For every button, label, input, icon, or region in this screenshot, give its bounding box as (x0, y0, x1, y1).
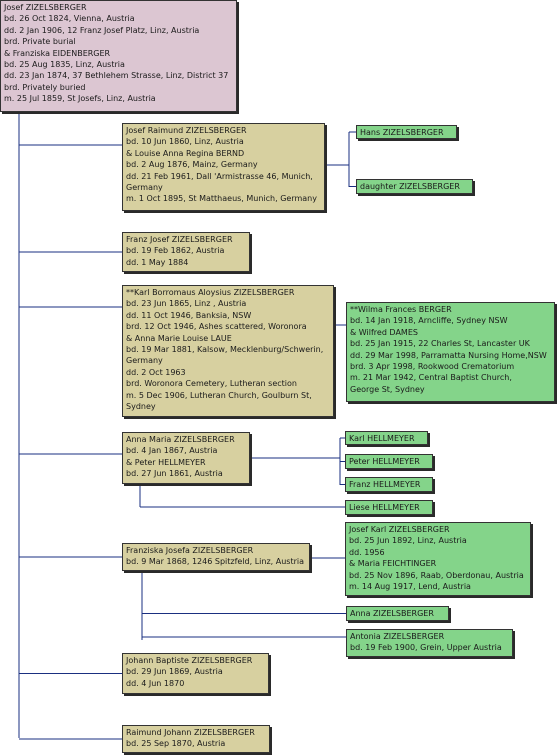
root-person-box-line: m. 25 Jul 1859, St Josefs, Linz, Austria (4, 94, 156, 104)
child-person-box[interactable]: Franziska Josefa ZIZELSBERGER bd. 9 Mar 1… (122, 543, 310, 571)
grandchild-person-box[interactable]: Peter HELLMEYER (345, 454, 433, 469)
root-person-box-line: Josef ZIZELSBERGER (4, 3, 87, 12)
child-person-box-line: bd. 19 Feb 1862, Austria (126, 246, 225, 256)
grandchild-person-box[interactable]: Liese HELLMEYER (345, 500, 433, 515)
child-person-box-line: Anna Maria ZIZELSBERGER (126, 435, 235, 444)
grandchild-person-box-line: dd. 29 Mar 1998, Parramatta Nursing Home… (350, 350, 547, 360)
grandchild-person-box-line: brd. 3 Apr 1998, Rookwood Crematorium (350, 362, 515, 372)
grandchild-person-box-line: bd. 14 Jan 1918, Arncliffe, Sydney NSW (350, 316, 508, 326)
child-person-box-line: Raimund Johann ZIZELSBERGER (126, 728, 255, 737)
child-person-box-line: **Karl Borromaus Aloysius ZIZELSBERGER (126, 288, 295, 297)
root-person-box-line: bd. 26 Oct 1824, Vienna, Austria (4, 14, 135, 24)
child-person-box-line: bd. 27 Jun 1861, Austria (126, 469, 223, 479)
root-person-box-line: dd. 23 Jan 1874, 37 Bethlehem Strasse, L… (4, 71, 229, 81)
root-person-box[interactable]: Josef ZIZELSBERGER bd. 26 Oct 1824, Vienn… (0, 0, 237, 112)
root-person-box-line: & Franziska EIDENBERGER (4, 48, 111, 58)
root-person-box-line: bd. 25 Aug 1835, Linz, Austria (4, 60, 125, 70)
child-person-box-line: dd. 21 Feb 1961, Dall 'Armistrasse 46, M… (126, 171, 313, 181)
child-person-box-line: bd. 9 Mar 1868, 1246 Spitzfeld, Linz, Au… (126, 557, 304, 567)
grandchild-person-box[interactable]: Hans ZIZELSBERGER (356, 125, 457, 139)
child-person-box-line: dd. 4 Jun 1870 (126, 678, 185, 688)
grandchild-person-box-line: bd. 19 Feb 1900, Grein, Upper Austria (350, 643, 502, 653)
child-person-box-line: Franz Josef ZIZELSBERGER (126, 235, 233, 244)
grandchild-person-box-line: bd. 25 Jan 1915, 22 Charles St, Lancaste… (350, 339, 530, 349)
child-person-box-line: & Anna Marie Louise LAUE (126, 333, 232, 343)
child-person-box[interactable]: Franz Josef ZIZELSBERGER bd. 19 Feb 1862,… (122, 232, 250, 272)
grandchild-person-box[interactable]: Antonia ZIZELSBERGER bd. 19 Feb 1900, Gre… (346, 629, 513, 657)
grandchild-person-box-line: & Maria FEICHTINGER (349, 559, 437, 569)
grandchild-person-box-line: Anna ZIZELSBERGER (350, 609, 434, 618)
grandchild-person-box[interactable]: daughter ZIZELSBERGER (356, 179, 473, 194)
grandchild-person-box-line: bd. 25 Jun 1892, Linz, Austria (349, 536, 467, 546)
child-person-box[interactable]: Raimund Johann ZIZELSBERGER bd. 25 Sep 18… (122, 725, 270, 753)
child-person-box-line: bd. 19 Mar 1881, Kalsow, Mecklenburg/Sch… (126, 345, 324, 355)
root-person-box-line: brd. Privately buried (4, 82, 86, 92)
child-person-box-line: bd. 10 Jun 1860, Linz, Austria (126, 137, 244, 147)
root-person-box-line: brd. Private burial (4, 37, 76, 47)
child-person-box-line: Franziska Josefa ZIZELSBERGER (126, 546, 254, 555)
child-person-box[interactable]: Anna Maria ZIZELSBERGER bd. 4 Jan 1867, A… (122, 432, 250, 484)
child-person-box-line: m. 1 Oct 1895, St Matthaeus, Munich, Ger… (126, 194, 317, 204)
child-person-box[interactable]: Johann Baptiste ZIZELSBERGER bd. 29 Jun 1… (122, 653, 269, 694)
grandchild-person-box-line: Hans ZIZELSBERGER (360, 128, 444, 137)
grandchild-person-box-line: daughter ZIZELSBERGER (360, 182, 460, 191)
child-person-box-line: bd. 4 Jan 1867, Austria (126, 446, 218, 456)
child-person-box-line: m. 5 Dec 1906, Lutheran Church, Goulburn… (126, 390, 312, 400)
child-person-box-line: brd. 12 Oct 1946, Ashes scattered, Woron… (126, 322, 307, 332)
child-person-box-line: bd. 2 Aug 1876, Mainz, Germany (126, 160, 258, 170)
root-person-box-line: dd. 2 Jan 1906, 12 Franz Josef Platz, Li… (4, 25, 200, 35)
child-person-box-line: & Peter HELLMEYER (126, 457, 206, 467)
grandchild-person-box-line: Karl HELLMEYER (349, 434, 415, 443)
child-person-box-line: Johann Baptiste ZIZELSBERGER (126, 656, 253, 665)
child-person-box-line: dd. 2 Oct 1963 (126, 367, 186, 377)
grandchild-person-box-line: **Wilma Frances BERGER (350, 305, 452, 314)
child-person-box-line: bd. 29 Jun 1869, Austria (126, 667, 223, 677)
child-person-box-line: brd. Woronora Cemetery, Lutheran section (126, 379, 297, 389)
child-person-box-line: dd. 11 Oct 1946, Banksia, NSW (126, 310, 252, 320)
child-person-box-line: Germany (126, 183, 163, 193)
grandchild-person-box[interactable]: Karl HELLMEYER (345, 431, 428, 445)
child-person-box-line: & Louise Anna Regina BERND (126, 148, 245, 158)
grandchild-person-box-line: Josef Karl ZIZELSBERGER (349, 525, 450, 534)
child-person-box[interactable]: **Karl Borromaus Aloysius ZIZELSBERGER bd… (122, 285, 334, 417)
grandchild-person-box[interactable]: Josef Karl ZIZELSBERGER bd. 25 Jun 1892, … (345, 522, 531, 596)
grandchild-person-box-line: & Wilfred DAMES (350, 327, 418, 337)
grandchild-person-box[interactable]: Franz HELLMEYER (345, 477, 433, 492)
grandchild-person-box-line: Antonia ZIZELSBERGER (350, 632, 445, 641)
child-person-box[interactable]: Josef Raimund ZIZELSBERGER bd. 10 Jun 186… (122, 123, 325, 211)
grandchild-person-box-line: m. 14 Aug 1917, Lend, Austria (349, 582, 471, 592)
grandchild-person-box-line: George St, Sydney (350, 384, 425, 394)
grandchild-person-box-line: m. 21 Mar 1942, Central Baptist Church, (350, 373, 512, 383)
child-person-box-line: Josef Raimund ZIZELSBERGER (126, 126, 247, 135)
child-person-box-line: Germany (126, 356, 163, 366)
grandchild-person-box[interactable]: Anna ZIZELSBERGER (346, 606, 449, 621)
child-person-box-line: dd. 1 May 1884 (126, 257, 189, 267)
child-person-box-line: Sydney (126, 402, 156, 412)
grandchild-person-box-line: bd. 25 Nov 1896, Raab, Oberdonau, Austri… (349, 570, 524, 580)
grandchild-person-box-line: dd. 1956 (349, 547, 385, 557)
child-person-box-line: bd. 23 Jun 1865, Linz , Austria (126, 299, 247, 309)
grandchild-person-box[interactable]: **Wilma Frances BERGER bd. 14 Jan 1918, A… (346, 302, 555, 402)
child-person-box-line: bd. 25 Sep 1870, Austria (126, 739, 226, 749)
grandchild-person-box-line: Franz HELLMEYER (349, 480, 421, 489)
grandchild-person-box-line: Liese HELLMEYER (349, 503, 420, 512)
grandchild-person-box-line: Peter HELLMEYER (349, 457, 420, 466)
